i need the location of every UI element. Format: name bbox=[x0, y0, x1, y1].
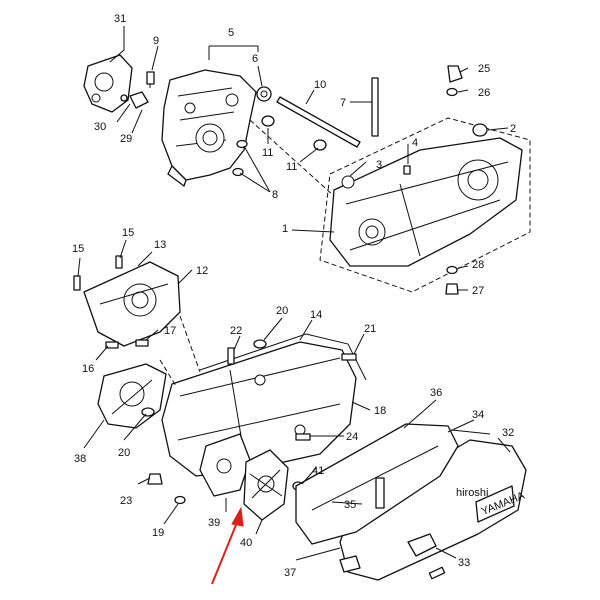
bolt-15 bbox=[73, 255, 123, 291]
plug-25 bbox=[447, 65, 463, 83]
callout-20-left: 20 bbox=[118, 447, 130, 459]
callout-9: 9 bbox=[153, 35, 159, 47]
pin-19 bbox=[174, 495, 186, 505]
bracket-37 bbox=[339, 555, 361, 573]
washer-28 bbox=[446, 265, 458, 275]
case-cover-18 bbox=[161, 341, 357, 477]
plate-39 bbox=[199, 433, 251, 497]
callout-22: 22 bbox=[230, 325, 242, 337]
bearing-2 bbox=[472, 123, 488, 137]
callout-23: 23 bbox=[120, 495, 132, 507]
callout-8: 8 bbox=[272, 189, 278, 201]
leader-lines bbox=[77, 26, 511, 561]
impeller-40 bbox=[243, 449, 289, 521]
oil-seal-11 bbox=[261, 115, 327, 151]
callout-7: 7 bbox=[340, 97, 346, 109]
bolt-22 bbox=[227, 347, 235, 365]
callout-10: 10 bbox=[314, 79, 326, 91]
callout-11-left: 11 bbox=[262, 147, 273, 159]
bolt-16 bbox=[105, 341, 119, 349]
callout-18: 18 bbox=[374, 405, 386, 417]
callout-30: 30 bbox=[94, 121, 106, 133]
callout-37: 37 bbox=[284, 567, 296, 579]
callout-15-left: 15 bbox=[72, 243, 84, 255]
bolt-23 bbox=[147, 473, 163, 485]
clip-29-30 bbox=[120, 91, 149, 109]
callout-17: 17 bbox=[164, 325, 176, 337]
callout-31: 31 bbox=[114, 13, 126, 25]
bolt-9 bbox=[146, 71, 155, 88]
callout-36: 36 bbox=[430, 387, 442, 399]
callout-6: 6 bbox=[252, 53, 258, 65]
callout-13: 13 bbox=[154, 239, 166, 251]
callout-numbers: 31 9 5 6 10 7 11 11 8 30 29 25 26 2 4 3 … bbox=[72, 13, 516, 579]
callout-4: 4 bbox=[412, 137, 418, 149]
callout-27: 27 bbox=[472, 285, 484, 297]
callout-26: 26 bbox=[478, 87, 490, 99]
bolt-4 bbox=[403, 165, 411, 175]
drain-bolt-27 bbox=[445, 283, 459, 295]
callout-34: 34 bbox=[472, 409, 484, 421]
gasket-31 bbox=[83, 54, 133, 113]
callout-21: 21 bbox=[364, 323, 376, 335]
callout-5: 5 bbox=[228, 27, 234, 39]
bolt-21 bbox=[341, 353, 357, 361]
cover-36 bbox=[295, 423, 459, 545]
crankcase-right bbox=[329, 137, 523, 267]
bearing-6 bbox=[256, 86, 272, 102]
cover-12 bbox=[83, 261, 181, 347]
callout-19: 19 bbox=[152, 527, 164, 539]
emblem-plate bbox=[475, 485, 515, 523]
alignment-lines bbox=[159, 119, 335, 387]
callout-1: 1 bbox=[282, 223, 288, 235]
callout-11-right: 11 bbox=[286, 161, 297, 173]
callout-14: 14 bbox=[310, 309, 322, 321]
callout-2: 2 bbox=[510, 123, 516, 135]
dowel-pins-8 bbox=[232, 139, 248, 177]
bolt-24 bbox=[295, 433, 311, 441]
callout-40: 40 bbox=[240, 537, 252, 549]
shaft-10 bbox=[276, 96, 361, 148]
red-arrow-indicator bbox=[211, 506, 244, 585]
callout-20-top: 20 bbox=[276, 305, 288, 317]
crankcase-assembly-box bbox=[319, 117, 531, 293]
bolt-33 bbox=[407, 533, 446, 580]
gasket-14 bbox=[199, 333, 367, 381]
callout-33: 33 bbox=[458, 557, 470, 569]
gasket-38 bbox=[97, 363, 167, 429]
callout-15-right: 15 bbox=[122, 227, 134, 239]
callout-16: 16 bbox=[82, 363, 94, 375]
callout-35: 35 bbox=[344, 499, 356, 511]
callout-3: 3 bbox=[376, 159, 382, 171]
callout-25: 25 bbox=[478, 63, 490, 75]
callout-24: 24 bbox=[346, 431, 358, 443]
callout-38: 38 bbox=[74, 453, 86, 465]
crankcase-left bbox=[161, 69, 257, 187]
bolt-17 bbox=[135, 339, 149, 347]
bolt-20 bbox=[141, 339, 267, 417]
callout-32: 32 bbox=[502, 427, 514, 439]
callout-12: 12 bbox=[196, 265, 208, 277]
callout-28: 28 bbox=[472, 259, 484, 271]
callout-29: 29 bbox=[120, 133, 132, 145]
watermark-text: hiroshi bbox=[456, 487, 488, 499]
callout-39: 39 bbox=[208, 517, 220, 529]
callout-41: 41 bbox=[312, 465, 324, 477]
o-ring-26 bbox=[446, 87, 458, 97]
pin-7 bbox=[371, 77, 379, 137]
